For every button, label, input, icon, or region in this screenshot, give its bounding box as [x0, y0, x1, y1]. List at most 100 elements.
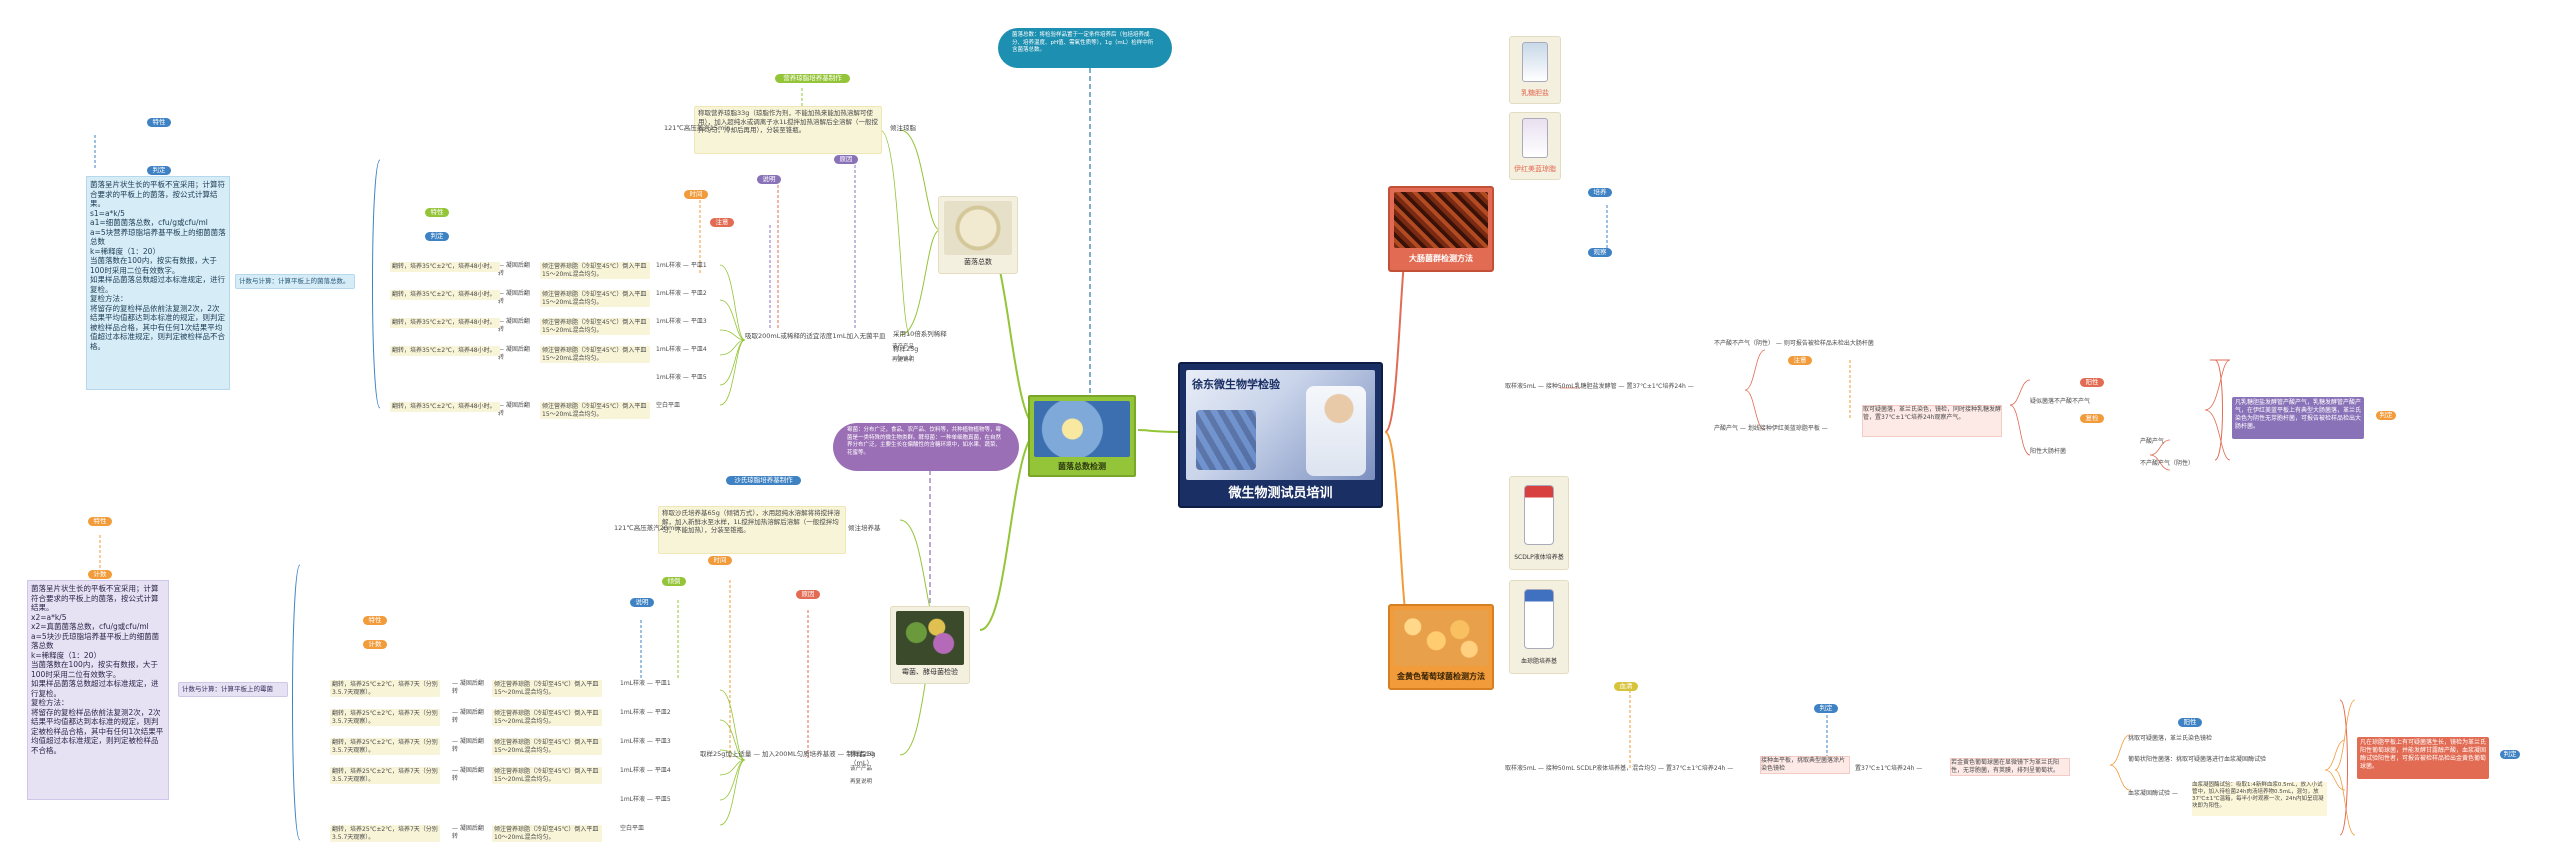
staph-conclusion: 凡在琼脂平板上有可疑菌落生长，镜检为革兰氏阳性葡萄球菌，并能发酵甘露醇产酸，血浆… — [2357, 737, 2489, 779]
ecoli-conclusion: 凡乳糖胆盐发酵管产酸产气，乳糖发酵管产酸产气，在伊红美蓝平板上有典型大肠菌落，革… — [2232, 397, 2364, 439]
row-cell-d: 翻转，培养35℃±2℃，培养48小时。 — [390, 318, 500, 328]
total-count-image-node[interactable]: 菌落总数 — [938, 196, 1018, 274]
total-note-small: 该产产品 — [892, 343, 914, 352]
ecoli-tag1: 培养 — [1588, 188, 1612, 197]
row-cell-d: 翻转，培养25℃±2℃，培养7天（分别3.5.7天观察）。 — [330, 738, 440, 755]
staph-tag-yx: 阳性 — [2178, 718, 2202, 727]
ecoli-node[interactable]: 大肠菌群检测方法 — [1388, 186, 1494, 272]
row-cell-b: 倾注营养琼脂（冷却至45℃）倒入平皿15～20mL混合均匀。 — [540, 318, 650, 335]
total-dilution-head: 吸取200mL或稀释的适宜浓度1mL加入无菌平皿 — [745, 332, 885, 341]
row-cell-c: — 凝固后翻转 — [498, 346, 534, 361]
row-cell-b: 倾注营养琼脂（冷却至45℃）倒入平皿15～20mL混合均匀。 — [492, 738, 602, 755]
staph-branch-c: 葡萄状阳性菌落：挑取可疑菌落进行血浆凝固酶试验 — [2128, 756, 2328, 765]
ecoli-image — [1394, 192, 1488, 248]
row-cell-a: 1mL样液 — 平皿5 — [656, 374, 728, 382]
total-note-small2: 再复说明 — [892, 356, 914, 365]
row-cell-d: 翻转，培养35℃±2℃，培养48小时。 — [390, 290, 500, 300]
ecoli-branch-b: 产酸产气 — 划线接种伊红美蓝琼脂平板 — — [1714, 425, 1828, 434]
mold-note-small2: 再复说明 — [850, 778, 872, 787]
staph-img2-node[interactable]: 血琼脂培养基 — [1509, 580, 1569, 674]
tag-note: 说明 — [757, 175, 781, 184]
row-cell-c: — 凝固后翻转 — [498, 262, 534, 277]
mold-image-node[interactable]: 霉菌、酵母菌检验 — [890, 606, 970, 684]
row-cell-b: 倾注营养琼脂（冷却至45℃）倒入平皿15～20mL混合均匀。 — [540, 290, 650, 307]
total-top-tag2: 判定 — [425, 232, 449, 241]
staph-img1-node[interactable]: SCDLP液体培养基 — [1509, 476, 1569, 570]
tag-attention: 注意 — [710, 218, 734, 227]
staph-branch-d: 血浆凝固酶试验：吸取1:4新鲜血浆0.5mL，放入小试管中，加入待检菌24h肉汤… — [2192, 782, 2327, 816]
row-cell-d: 翻转，培养25℃±2℃，培养7天（分别3.5.7天观察）。 — [330, 767, 440, 784]
scdlp-bottle-image — [1524, 485, 1554, 545]
mold-sterilize: 121℃高压蒸汽20min — [614, 524, 680, 533]
ecoli-branch-e2: 产酸产气 — [2140, 438, 2164, 447]
nutrient-medium-tag: 营养琼脂培养基制作 — [775, 74, 850, 83]
mold-tag-time: 时间 — [708, 556, 732, 565]
staph-branch-a: 接种血平板，挑取典型菌落涂片染色镜检 — [1760, 756, 1850, 774]
row-cell-d: 翻转，培养35℃±2℃，培养48小时。 — [390, 402, 500, 412]
ecoli-main-step: 取样液5mL — 接种50mL乳糖胆盐发酵管 — 置37℃±1℃培养24h — — [1505, 383, 1694, 392]
row-cell-b: 倾注营养琼脂（冷却至45℃）倒入平皿15～20mL混合均匀。 — [540, 346, 650, 363]
row-cell-a: 空白平皿 — [620, 825, 692, 833]
row-cell-c: — 凝固后翻转 — [452, 767, 488, 782]
staph-node[interactable]: 金黄色葡萄球菌检测方法 — [1388, 604, 1494, 690]
ecoli-branch-e: 不产酸产气（阴性） — [2140, 460, 2194, 469]
staph-img1-caption: SCDLP液体培养基 — [1510, 553, 1568, 562]
tag-reason: 原因 — [834, 155, 858, 164]
row-cell-b: 倾注营养琼脂（冷却至45℃）倒入平皿10～20mL混合均匀。 — [492, 825, 602, 842]
eosin-bottle-image — [1522, 118, 1548, 158]
total-count-node[interactable]: 菌落总数检测 — [1028, 395, 1136, 477]
ecoli-tag2: 观察 — [1588, 248, 1612, 257]
staph-image — [1394, 610, 1488, 666]
mold-tag-medium: 倾倒 — [662, 577, 686, 586]
total-top-tag: 特性 — [425, 208, 449, 217]
mold-left-tag: 特性 — [88, 517, 112, 526]
ecoli-branch-d: 阳性大肠杆菌 — [2030, 448, 2066, 457]
staph-tag2: 判定 — [1814, 704, 1838, 713]
total-calc-label[interactable]: 计数与计算：计算平板上的菌落总数。 — [235, 274, 355, 289]
row-cell-d: 翻转，培养35℃±2℃，培养48小时。 — [390, 262, 500, 272]
staph-tag1: 血清 — [1614, 682, 1638, 691]
mold-image — [896, 611, 964, 665]
row-cell-d: 翻转，培养25℃±2℃，培养7天（分别3.5.7天观察）。 — [330, 825, 440, 842]
row-cell-a: 1mL样液 — 平皿4 — [656, 346, 728, 354]
row-cell-b: 倾注营养琼脂（冷却至45℃）倒入平皿15～20mL混合均匀。 — [492, 680, 602, 697]
ecoli-tag-zy: 注意 — [1788, 356, 1812, 365]
staph-conclusion-tag: 判定 — [2500, 750, 2520, 759]
row-cell-d: 翻转，培养25℃±2℃，培养7天（分别3.5.7天观察）。 — [330, 680, 440, 697]
staph-branch-b: 挑取可疑菌落，革兰氏染色镜检 — [2128, 735, 2248, 744]
scientist-figure — [1306, 386, 1366, 476]
center-node[interactable]: 徐东微生物学检验 微生物测试员培训 — [1178, 362, 1383, 508]
ecoli-tag-fj: 复检 — [2080, 414, 2104, 423]
staph-img2-caption: 血琼脂培养基 — [1510, 657, 1568, 666]
hexagon-graphic — [1196, 410, 1256, 470]
total-sterilize: 121℃高压蒸汽15min — [664, 124, 730, 133]
ecoli-img1-node[interactable]: 乳糖胆盐 — [1509, 36, 1561, 104]
total-prepare-medium: 倾注琼脂 — [890, 124, 916, 133]
row-cell-b: 倾注营养琼脂（冷却至45℃）倒入平皿15～20mL混合均匀。 — [540, 402, 650, 419]
ecoli-branch-a: 不产酸不产气（阴性） — 则可报告被检样品未检出大肠杆菌 — [1714, 340, 1874, 349]
mold-bubble-text: 霉菌：分布广泛，食品、农产品、饮料等，共种植物植物等，霉菌是一类特殊的微生物类群… — [847, 427, 1001, 456]
sabouraud-note: 称取沙氏培养基65g（倾销方式），水用超纯水溶解将将搅拌溶解，加入新鲜水至水样，… — [658, 506, 846, 554]
center-banner-image: 徐东微生物学检验 — [1186, 370, 1375, 480]
row-cell-a: 1mL样液 — 平皿1 — [620, 680, 692, 688]
total-calc-text: 菌落呈片状生长的平板不宜采用；计算符合要求的平板上的菌落，按公式计算结果。 s1… — [86, 176, 230, 390]
sabouraud-tag: 沙氏琼脂培养基制作 — [726, 476, 801, 485]
row-cell-d: 翻转，培养25℃±2℃，培养7天（分别3.5.7天观察）。 — [330, 709, 440, 726]
row-cell-a: 1mL样液 — 平皿3 — [620, 738, 692, 746]
mold-title: 霉菌、酵母菌检验 — [891, 668, 969, 677]
total-series: 采用10倍系列稀释 — [893, 330, 947, 339]
row-cell-c: — 凝固后翻转 — [452, 709, 488, 724]
row-cell-b: 倾注营养琼脂（冷却至45℃）倒入平皿15～20mL混合均匀。 — [492, 709, 602, 726]
ecoli-branch-c: 疑似菌落不产酸不产气 — [2030, 398, 2090, 407]
lactose-bottle-image — [1522, 42, 1548, 82]
total-left-tag: 特性 — [147, 118, 171, 127]
mold-calc-label[interactable]: 计数与计算：计算平板上的霉菌 — [178, 682, 288, 697]
row-cell-a: 1mL样液 — 平皿2 — [656, 290, 728, 298]
row-cell-c: — 凝固后翻转 — [452, 738, 488, 753]
staph-main-step2: 置37℃±1℃培养24h — — [1855, 765, 1922, 774]
ecoli-img2-caption: 伊红美蓝琼脂 — [1510, 165, 1560, 174]
mold-top-tag2: 计数 — [363, 640, 387, 649]
ecoli-img2-node[interactable]: 伊红美蓝琼脂 — [1509, 112, 1561, 180]
staph-note: 若金黄色葡萄球菌在显微镜下为革兰氏阳性，无芽胞菌，有荚膜，排列呈葡萄状。 — [1950, 758, 2070, 776]
ecoli-title: 大肠菌群检测方法 — [1390, 252, 1492, 266]
